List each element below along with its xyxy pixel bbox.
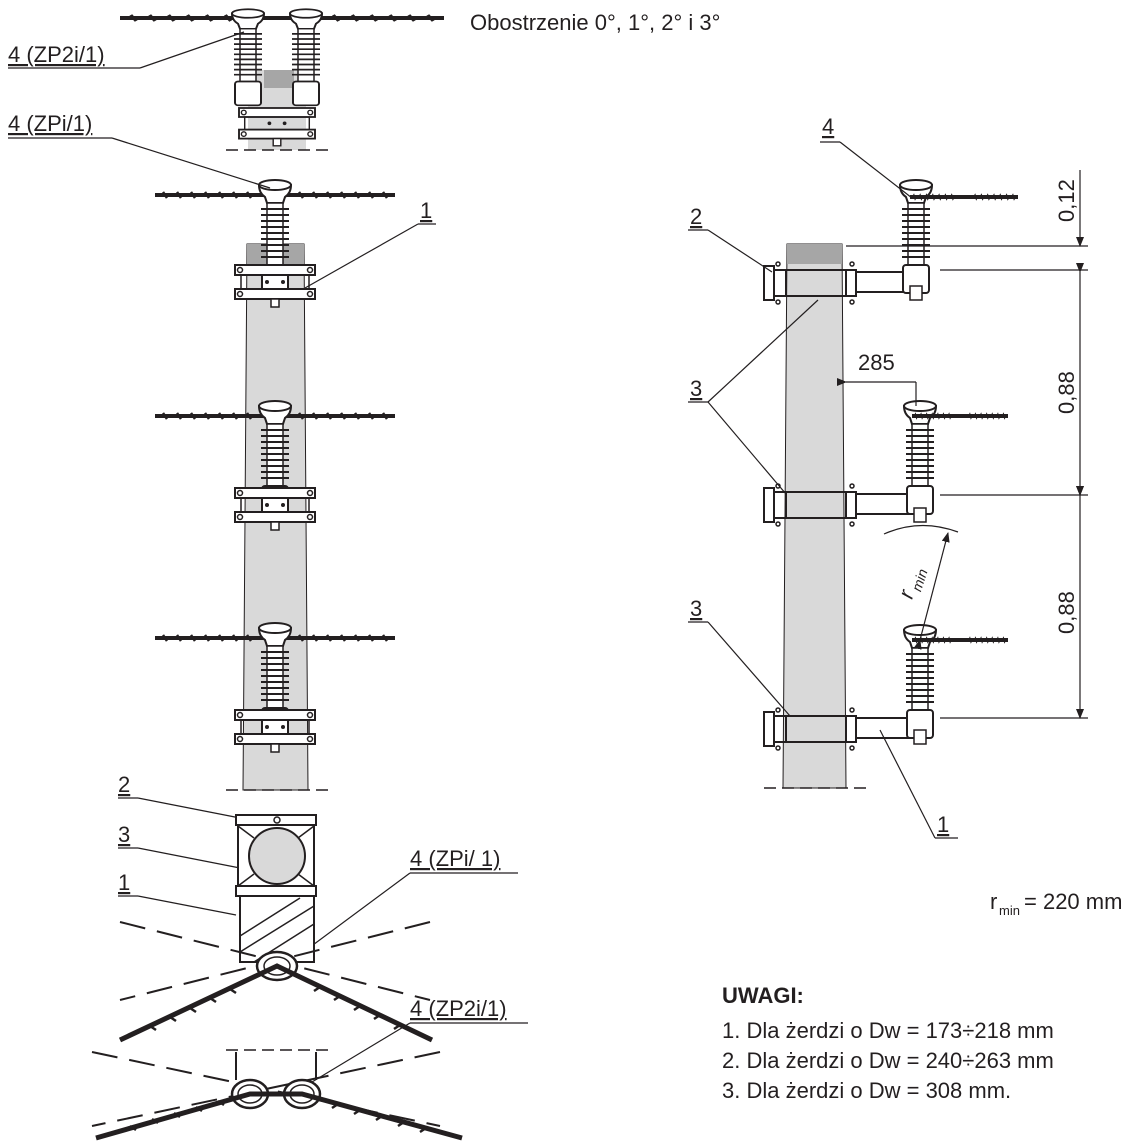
label-part-2-side: 2 [690, 204, 702, 229]
label-part-1-front: 1 [420, 198, 432, 223]
label-part-3-side-lower: 3 [690, 596, 702, 621]
rmin-value: = 220 mm [1024, 889, 1122, 914]
label-zp2i-plan: 4 (ZP2i/1) [410, 996, 507, 1021]
rmin-subscript: min [908, 567, 930, 594]
side-insulator-upper [763, 179, 1020, 305]
dim-top: 0,12 [1054, 179, 1079, 222]
label-zpi-top: 4 (ZPi/1) [8, 111, 92, 136]
rmin-subscript-note: min [999, 903, 1020, 918]
side-insulator-middle [763, 400, 1010, 527]
plan-view-double [91, 1049, 463, 1141]
dim-lower: 0,88 [1054, 591, 1079, 634]
label-part-1-plan: 1 [118, 870, 130, 895]
label-part-2-plan: 2 [118, 772, 130, 797]
dim-rmin-label: r min [893, 567, 931, 602]
insulator-upper [153, 179, 397, 308]
notes-heading: UWAGI: [722, 983, 804, 1008]
rmin-symbol-note: r [990, 889, 997, 914]
note-3: 3. Dla żerdzi o Dw = 308 mm. [722, 1078, 1011, 1103]
note-1: 1. Dla żerdzi o Dw = 173÷218 mm [722, 1018, 1054, 1043]
plan-view-single [118, 814, 434, 1043]
dimension-lines [688, 141, 1088, 839]
label-part-3-plan: 3 [118, 822, 130, 847]
label-part-1-side: 1 [937, 812, 949, 837]
side-view-pole [764, 243, 868, 789]
note-2: 2. Dla żerdzi o Dw = 240÷263 mm [722, 1048, 1054, 1073]
drawing-title: Obostrzenie 0°, 1°, 2° i 3° [470, 10, 720, 35]
label-part-4-side: 4 [822, 114, 834, 139]
dim-offset: 285 [858, 350, 895, 375]
label-zp2i-top: 4 (ZP2i/1) [8, 42, 105, 67]
dim-middle: 0,88 [1054, 371, 1079, 414]
label-part-3-side-upper: 3 [690, 376, 702, 401]
insulator-lower [153, 622, 397, 753]
insulator-middle [153, 400, 397, 531]
label-zpi-plan: 4 (ZPi/ 1) [410, 846, 500, 871]
